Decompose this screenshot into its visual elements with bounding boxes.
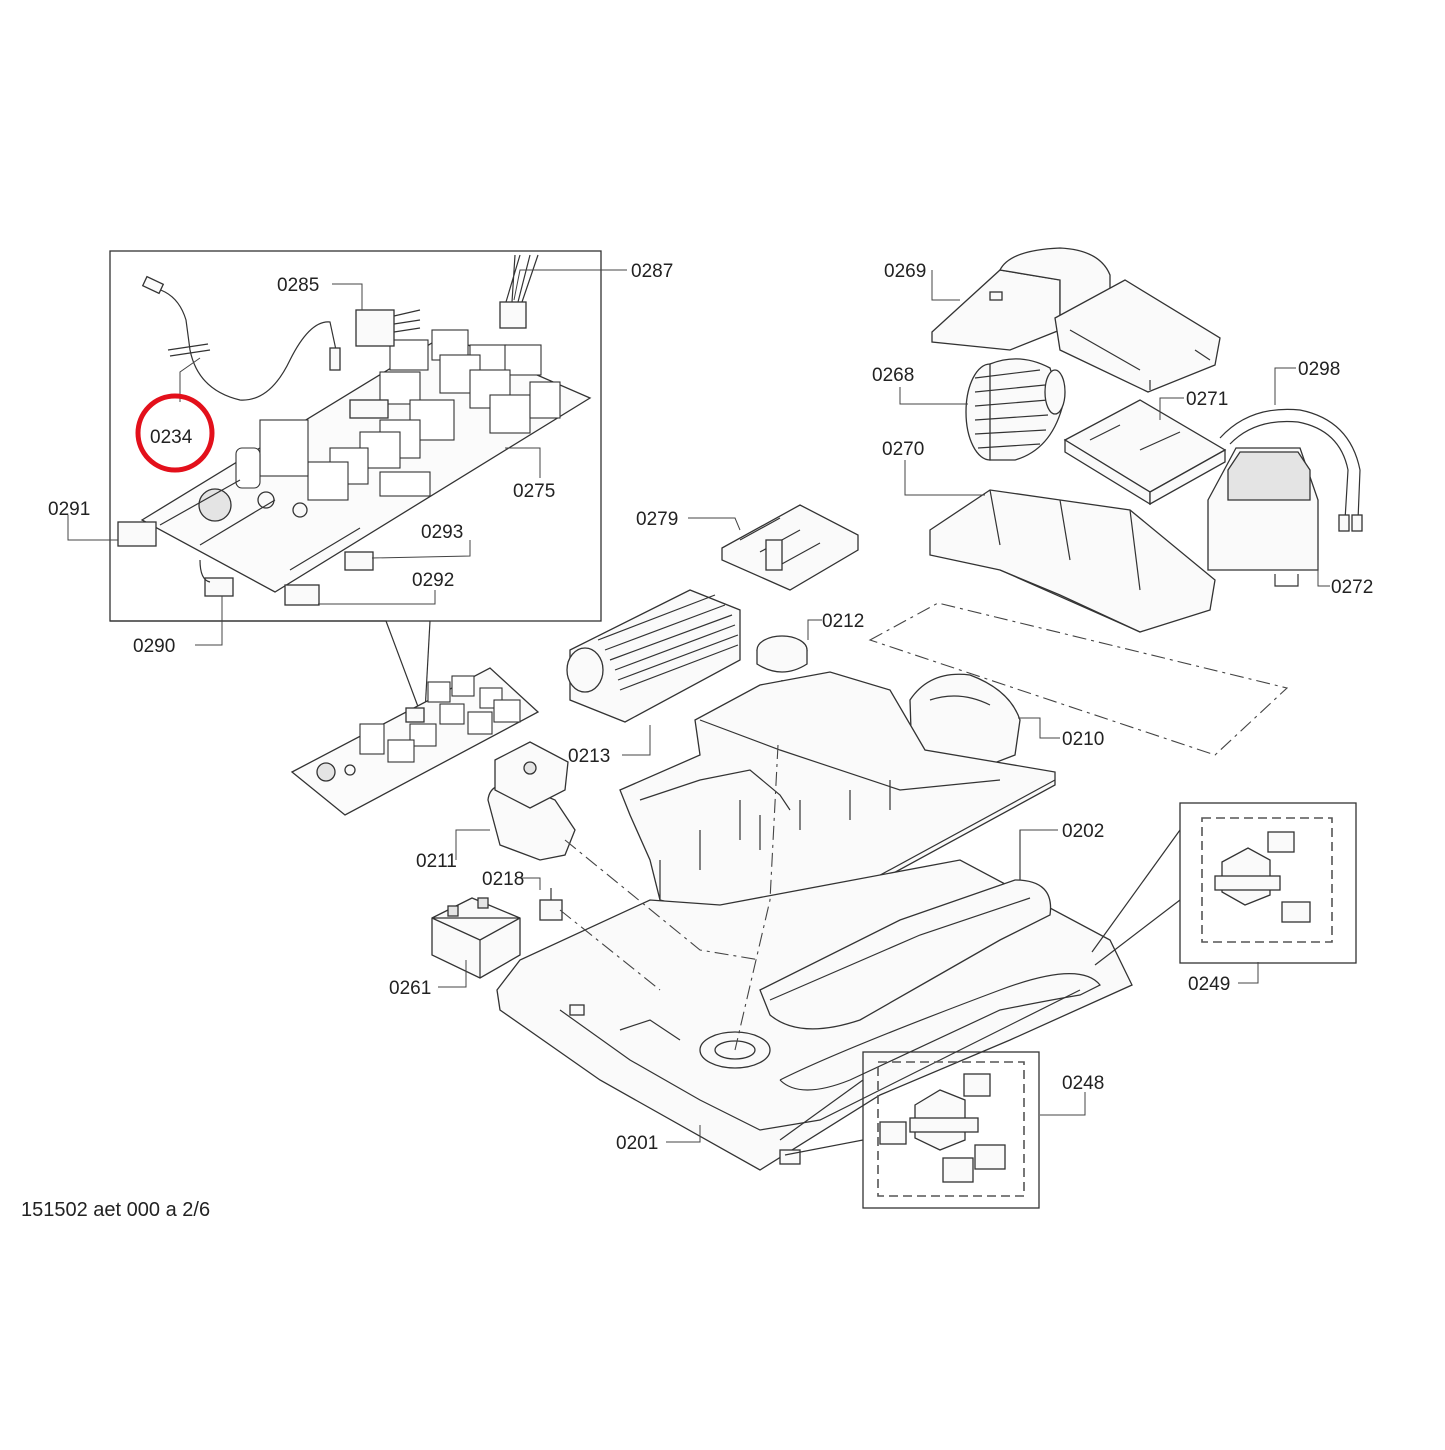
label-0290: 0290 <box>133 636 175 657</box>
label-0212: 0212 <box>822 611 864 632</box>
connector-0287 <box>499 254 539 329</box>
leader-0271 <box>1159 397 1184 420</box>
leader-0291 <box>67 515 118 541</box>
label-0271: 0271 <box>1186 389 1228 410</box>
label-0291: 0291 <box>48 499 90 520</box>
detail-box-0248 <box>779 1051 1086 1209</box>
leader-0272 <box>1317 560 1330 587</box>
wire-harness-0234 <box>141 275 341 401</box>
leader-0270 <box>904 460 985 496</box>
motor-bracket-0271 <box>1063 399 1227 506</box>
dashed-outline-0210-area <box>868 602 1289 756</box>
label-0270: 0270 <box>882 439 924 460</box>
leader-0212 <box>807 619 822 640</box>
detail-box-0249 <box>1091 802 1357 984</box>
label-0213: 0213 <box>568 746 610 767</box>
label-0210: 0210 <box>1062 729 1104 750</box>
leader-0201 <box>666 1125 701 1143</box>
connector-0292 <box>284 584 320 606</box>
leader-0279 <box>688 517 741 531</box>
label-0234: 0234 <box>150 427 193 448</box>
heating-element-0202 <box>759 830 1101 1091</box>
label-0292: 0292 <box>412 570 454 591</box>
connector-0285 <box>355 309 421 347</box>
leader-0293 <box>371 540 471 559</box>
leader-0211 <box>455 829 490 860</box>
leader-0213 <box>622 725 651 756</box>
label-0287: 0287 <box>631 261 673 282</box>
leader-0210 <box>1018 717 1060 739</box>
blower-wheel-0268 <box>965 358 1066 461</box>
alignment-line-2 <box>559 909 661 991</box>
transformer-0272 <box>1207 447 1319 587</box>
sensor-0218 <box>539 888 563 921</box>
connector-0290 <box>199 559 234 597</box>
label-0298: 0298 <box>1298 359 1340 380</box>
label-0279: 0279 <box>636 509 678 530</box>
leader-0298 <box>1274 367 1296 405</box>
label-0201: 0201 <box>616 1133 658 1154</box>
duct-tray-0270 <box>929 489 1216 633</box>
control-board-assembled <box>290 667 540 816</box>
label-0268: 0268 <box>872 365 914 386</box>
wire-harness-0298 <box>1219 408 1363 532</box>
drawing-reference: 151502 aet 000 a 2/6 <box>21 1199 210 1221</box>
control-board-0275 <box>140 329 592 593</box>
label-0285: 0285 <box>277 275 319 296</box>
label-0275: 0275 <box>513 481 555 502</box>
label-0249: 0249 <box>1188 974 1230 995</box>
alignment-line-3 <box>734 744 779 1051</box>
leader-0218 <box>520 877 541 890</box>
blower-0211 <box>487 741 576 861</box>
leader-0287 <box>513 269 627 301</box>
label-0202: 0202 <box>1062 821 1104 842</box>
leader-0292 <box>318 590 436 605</box>
leader-0285 <box>332 283 363 310</box>
label-0269: 0269 <box>884 261 926 282</box>
relay-block-group <box>259 329 561 501</box>
fan-housing-upper <box>1054 279 1221 393</box>
leader-0202 <box>1019 829 1058 870</box>
tangential-fan-0213 <box>566 589 741 723</box>
detail-connector-right <box>424 620 431 713</box>
label-0293: 0293 <box>421 522 463 543</box>
leader-0275 <box>505 447 541 478</box>
highlight-circle <box>135 393 215 473</box>
leader-0269 <box>931 270 960 301</box>
connector-block-0279 <box>721 504 859 591</box>
label-0211: 0211 <box>416 851 457 872</box>
alignment-line-1 <box>564 839 761 961</box>
connector-0291 <box>117 521 157 547</box>
connector-0293 <box>344 551 374 571</box>
leader-0261 <box>438 960 467 988</box>
transformer-0261 <box>431 897 521 979</box>
label-0272: 0272 <box>1331 577 1373 598</box>
leader-0234 <box>179 357 201 402</box>
leader-0268 <box>899 387 968 405</box>
label-0248: 0248 <box>1062 1073 1104 1094</box>
label-0261: 0261 <box>389 978 431 999</box>
leader-0290 <box>195 596 223 646</box>
detail-connector-left <box>110 620 421 713</box>
label-0218: 0218 <box>482 869 524 890</box>
